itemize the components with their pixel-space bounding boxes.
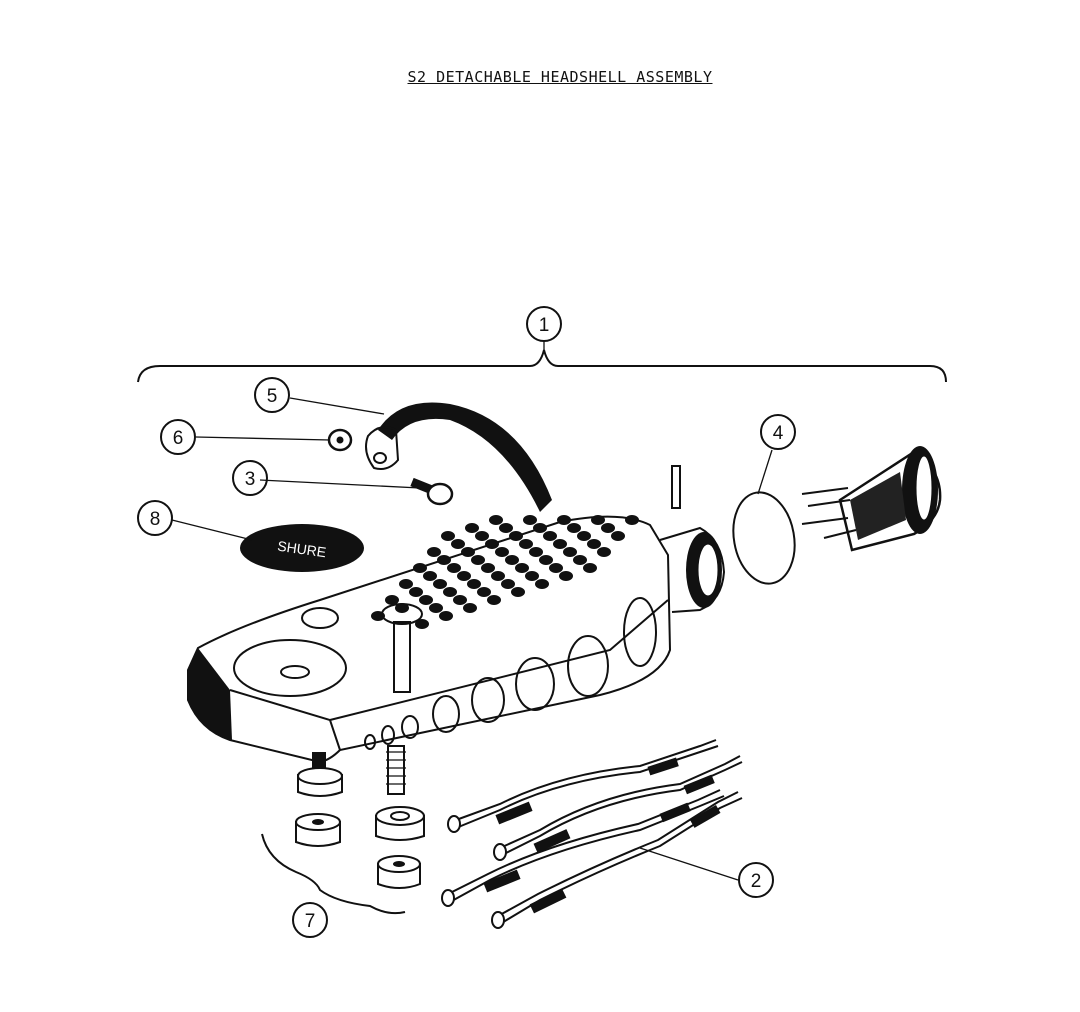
leader-lines	[171, 340, 773, 881]
callout-7-label: 7	[305, 911, 316, 932]
perforation-hole	[525, 571, 539, 581]
perforation-hole	[515, 563, 529, 573]
perforation-hole	[511, 587, 525, 597]
perforation-hole	[409, 587, 423, 597]
perforation-hole	[519, 539, 533, 549]
perforation-hole	[419, 595, 433, 605]
perforation-hole	[427, 547, 441, 557]
perforation-hole	[499, 523, 513, 533]
perforation-hole	[395, 603, 409, 613]
perforation-hole	[413, 563, 427, 573]
callout-8-label: 8	[150, 509, 161, 530]
perforation-hole	[583, 563, 597, 573]
callout-6: 6	[160, 419, 196, 455]
badge: SHURE	[240, 524, 364, 572]
perforation-hole	[563, 547, 577, 557]
perforation-hole	[471, 555, 485, 565]
perforation-hole	[475, 531, 489, 541]
perforation-hole	[371, 611, 385, 621]
perforation-hole	[481, 563, 495, 573]
perforation-hole	[523, 515, 537, 525]
o-ring	[732, 491, 796, 585]
callout-2-label: 2	[751, 871, 762, 892]
callout-1-label: 1	[539, 315, 550, 336]
callout-1: 1	[526, 306, 562, 342]
perforation-hole	[485, 539, 499, 549]
badge-text: SHURE	[276, 538, 327, 561]
perforation-hole	[491, 571, 505, 581]
nuts-group	[261, 745, 425, 915]
perforation-hole	[567, 523, 581, 533]
callout-5-label: 5	[267, 386, 278, 407]
perforation-hole	[509, 531, 523, 541]
perforation-hole	[611, 531, 625, 541]
perforation-hole	[457, 571, 471, 581]
perforation-hole	[443, 587, 457, 597]
perforation-hole	[437, 555, 451, 565]
perforation-hole	[577, 531, 591, 541]
perforation-hole	[461, 547, 475, 557]
perforation-hole	[423, 571, 437, 581]
perforation-hole	[501, 579, 515, 589]
connector-plug	[801, 446, 942, 552]
headshell-body	[187, 515, 672, 764]
callout-8: 8	[137, 500, 173, 536]
perforation-hole	[539, 555, 553, 565]
perforation-hole	[535, 579, 549, 589]
small-nut	[327, 428, 353, 452]
perforation-hole	[453, 595, 467, 605]
perforation-hole	[463, 603, 477, 613]
perforation-hole	[601, 523, 615, 533]
rear-collar	[659, 526, 726, 613]
perforation-hole	[385, 595, 399, 605]
perforation-hole	[477, 587, 491, 597]
finger-lift	[365, 402, 552, 512]
perforation-hole	[543, 531, 557, 541]
perforation-hole	[505, 555, 519, 565]
perforation-hole	[489, 515, 503, 525]
callout-4: 4	[760, 414, 796, 450]
lead-wires	[441, 739, 743, 929]
perforation-hole	[451, 539, 465, 549]
callout-6-label: 6	[173, 428, 184, 449]
perforation-hole	[625, 515, 639, 525]
perforation-hole	[549, 563, 563, 573]
callout-2: 2	[738, 862, 774, 898]
callout-4-label: 4	[773, 423, 784, 444]
perforation-hole	[573, 555, 587, 565]
perforation-hole	[429, 603, 443, 613]
perforation-hole	[487, 595, 501, 605]
perforation-hole	[559, 571, 573, 581]
mounting-screw	[410, 477, 454, 506]
perforation-pattern	[371, 515, 639, 629]
perforation-hole	[529, 547, 543, 557]
assembly-bracket	[137, 349, 947, 383]
perforation-hole	[587, 539, 601, 549]
perforation-hole	[465, 523, 479, 533]
perforation-hole	[399, 579, 413, 589]
callout-5: 5	[254, 377, 290, 413]
perforation-hole	[495, 547, 509, 557]
alignment-pin	[671, 465, 681, 509]
perforation-hole	[415, 619, 429, 629]
perforation-hole	[433, 579, 447, 589]
perforation-hole	[597, 547, 611, 557]
callout-3: 3	[232, 460, 268, 496]
perforation-hole	[439, 611, 453, 621]
perforation-hole	[533, 523, 547, 533]
perforation-hole	[441, 531, 455, 541]
callout-3-label: 3	[245, 469, 256, 490]
perforation-hole	[467, 579, 481, 589]
diagram-title: S2 DETACHABLE HEADSHELL ASSEMBLY	[407, 68, 713, 86]
perforation-hole	[553, 539, 567, 549]
callout-7: 7	[292, 902, 328, 938]
perforation-hole	[447, 563, 461, 573]
perforation-hole	[557, 515, 571, 525]
perforation-hole	[591, 515, 605, 525]
